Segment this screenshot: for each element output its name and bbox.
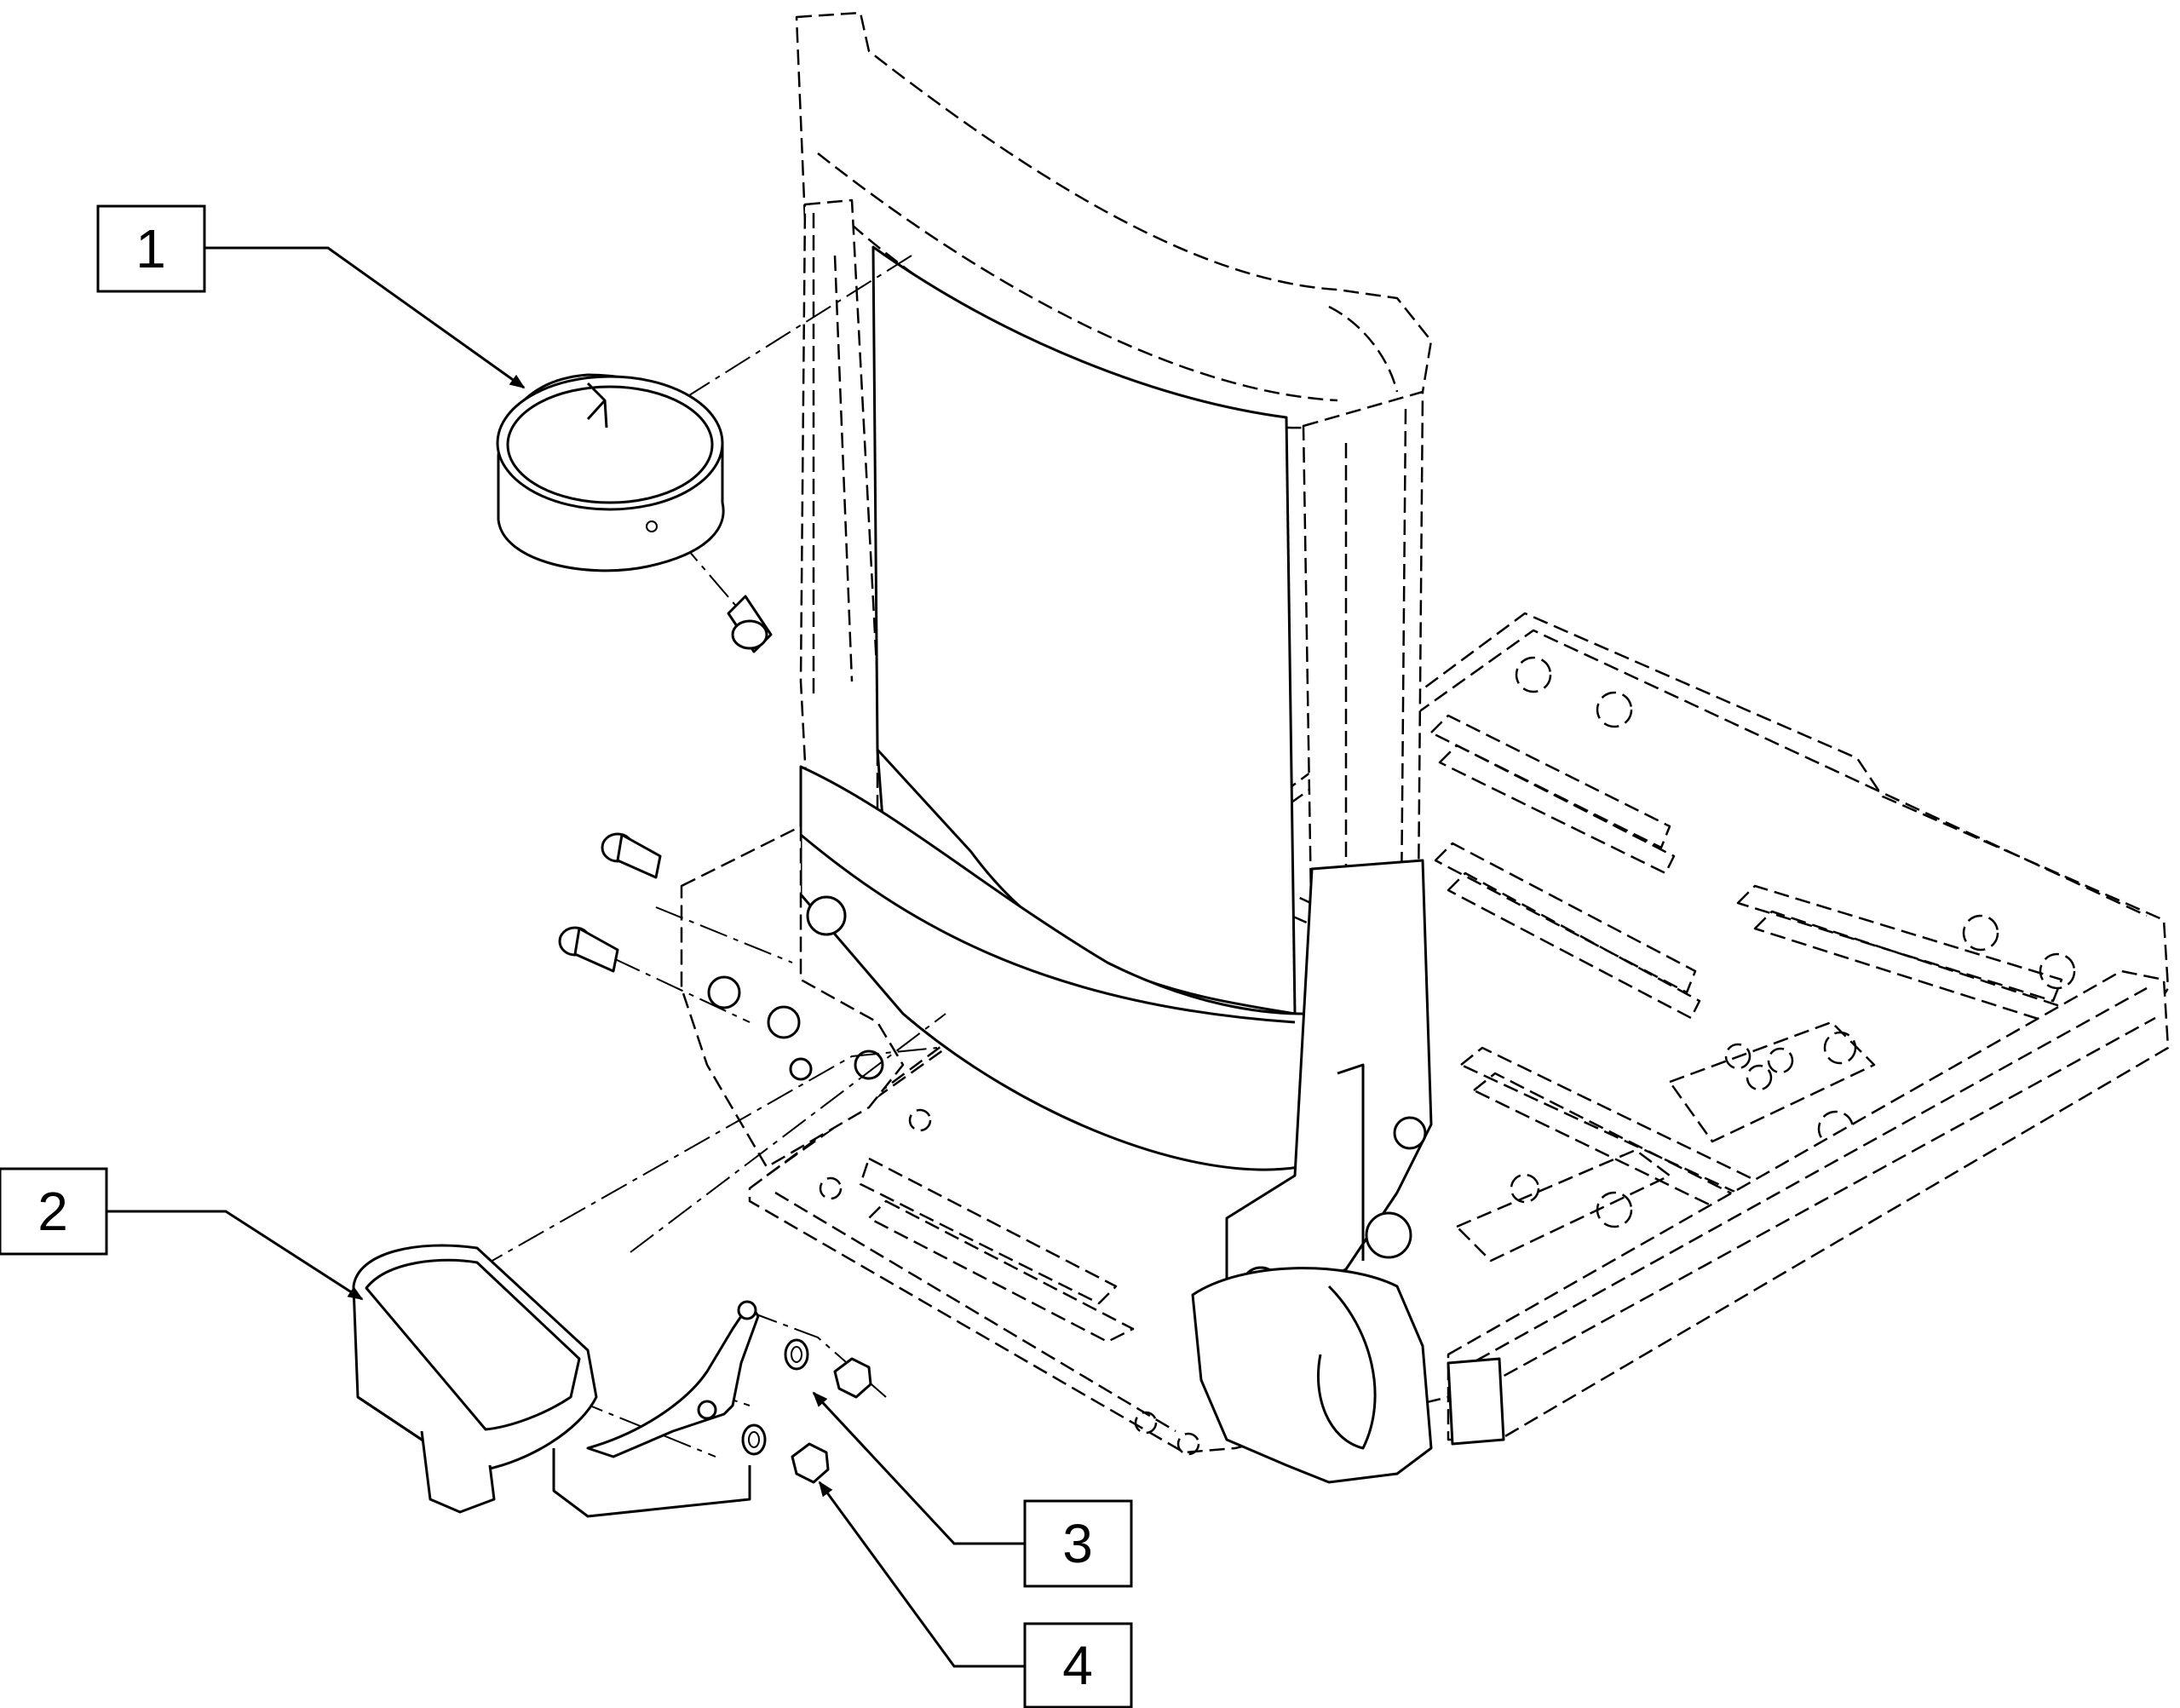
backrest-frame <box>680 11 1433 1484</box>
leader-line-2 <box>106 1210 364 1301</box>
acorn-nut-upper <box>833 1357 872 1399</box>
mounting-screw-upper <box>601 832 662 879</box>
leader-line-3 <box>812 1391 1025 1545</box>
callout-2-label: 2 <box>37 1181 68 1242</box>
callout-1: 1 <box>96 204 206 293</box>
cup-holder-bracket <box>352 1244 760 1518</box>
callout-1-label: 1 <box>135 218 166 279</box>
callout-2: 2 <box>0 1167 108 1256</box>
callout-4-label: 4 <box>1062 1635 1093 1696</box>
callout-4: 4 <box>1023 1622 1133 1708</box>
acorn-nut-lower <box>791 1442 830 1484</box>
cup-holder-ring <box>496 373 725 572</box>
leader-line-1 <box>204 246 526 389</box>
washer-lower <box>741 1423 767 1456</box>
washer-upper <box>784 1338 809 1371</box>
cup-holder-screw <box>727 595 773 653</box>
mounting-screw-lower <box>558 926 619 973</box>
seat-base-plate <box>748 612 2170 1456</box>
callout-3-label: 3 <box>1062 1513 1093 1574</box>
callout-3: 3 <box>1023 1499 1133 1588</box>
leader-line-4 <box>818 1481 1025 1668</box>
